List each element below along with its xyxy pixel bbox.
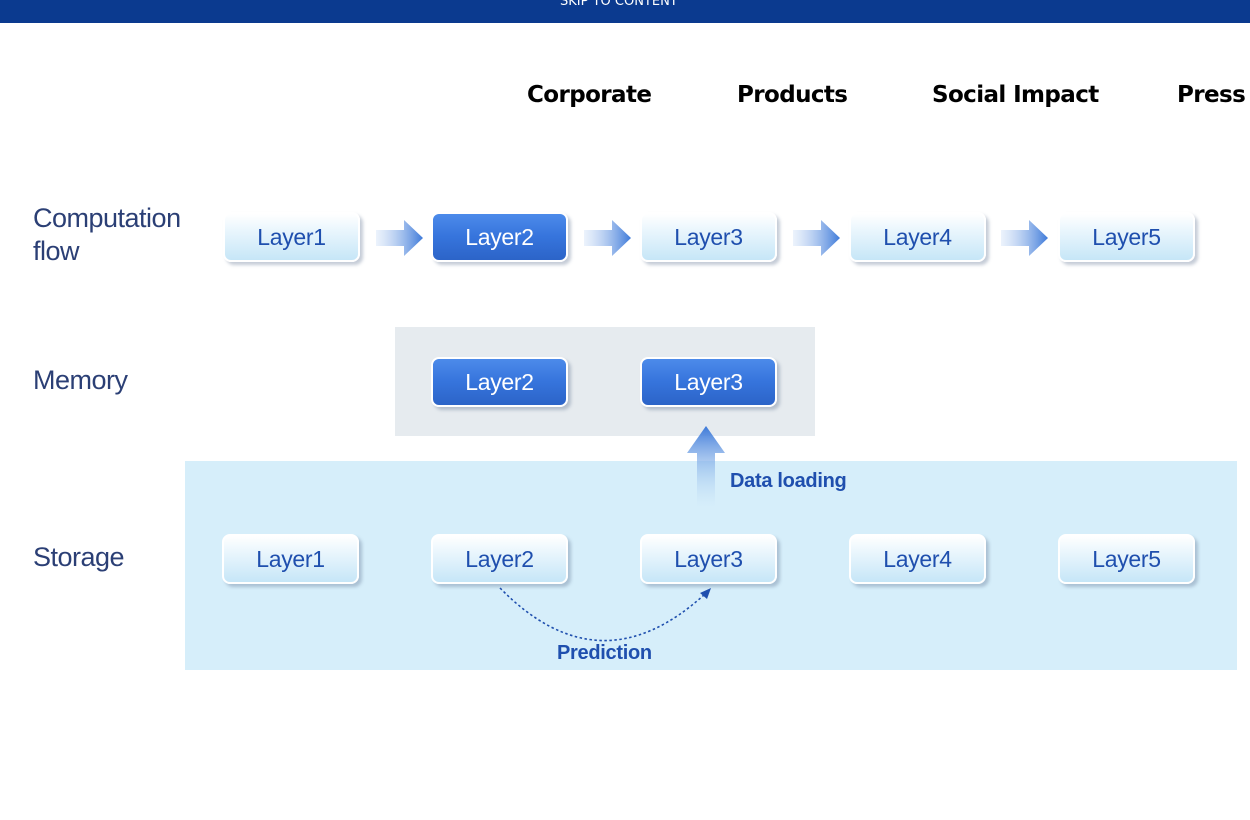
- flow-arrow-icon: [1001, 220, 1048, 256]
- storage-layer: Layer3: [640, 534, 777, 584]
- nav-item-corporate[interactable]: Corporate: [527, 82, 652, 108]
- computation-label-line1: Computation: [33, 203, 181, 233]
- computation-flow-label: Computation flow: [33, 202, 181, 268]
- diagram-arrows: [376, 220, 1048, 642]
- storage-label: Storage: [33, 542, 125, 572]
- computation-layer: Layer4: [849, 212, 986, 262]
- memory-label: Memory: [33, 365, 128, 395]
- storage-layer: Layer5: [1058, 534, 1195, 584]
- storage-layer: Layer4: [849, 534, 986, 584]
- prediction-label: Prediction: [557, 642, 652, 664]
- flow-arrow-icon: [793, 220, 840, 256]
- computation-label-line2: flow: [33, 236, 80, 266]
- skip-to-content-link[interactable]: SKIP TO CONTENT: [560, 0, 678, 9]
- nav-item-products[interactable]: Products: [737, 82, 848, 108]
- computation-layer-active: Layer2: [431, 212, 568, 262]
- nav-item-social-impact[interactable]: Social Impact: [932, 82, 1099, 108]
- computation-layer: Layer1: [223, 212, 360, 262]
- main-nav: Corporate Products Social Impact Press R…: [0, 82, 1250, 116]
- data-loading-arrow-icon: [687, 426, 725, 508]
- flow-arrow-icon: [376, 220, 423, 256]
- flow-arrow-icon: [584, 220, 631, 256]
- layer-loading-diagram: Computation flow Memory Storage Layer1 L…: [0, 150, 1250, 690]
- storage-layer: Layer2: [431, 534, 568, 584]
- computation-layer: Layer3: [640, 212, 777, 262]
- data-loading-label: Data loading: [730, 470, 847, 492]
- nav-item-press-resources[interactable]: Press Resources: [1177, 82, 1250, 108]
- storage-layer: Layer1: [222, 534, 359, 584]
- memory-layer: Layer3: [640, 357, 777, 407]
- prediction-arrow-icon: [499, 587, 711, 642]
- computation-layer: Layer5: [1058, 212, 1195, 262]
- memory-layer: Layer2: [431, 357, 568, 407]
- skip-bar: SKIP TO CONTENT: [0, 0, 1250, 23]
